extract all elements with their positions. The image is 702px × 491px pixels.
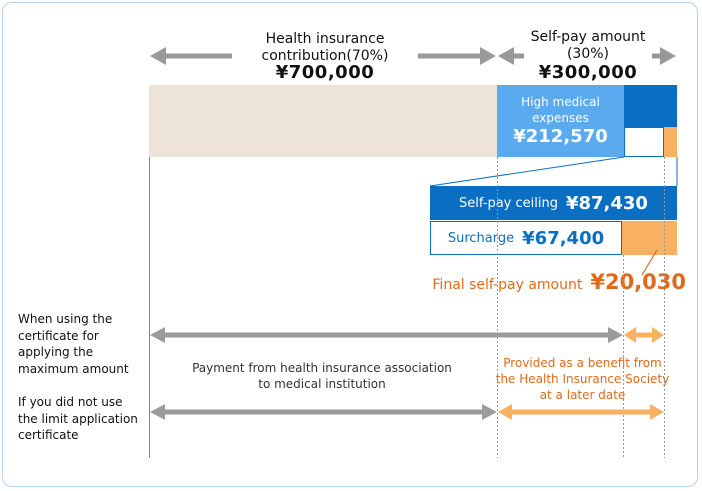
without-certificate-label: If you did not use the limit application…	[18, 395, 138, 442]
row1-orange-right-head	[652, 327, 664, 343]
self-pay-amount: ¥300,000	[538, 62, 638, 83]
with-certificate-label: When using the certificate for applying …	[18, 312, 129, 376]
surcharge-amount: ¥67,400	[522, 227, 605, 249]
benefit-later-label: Provided as a benefit from the Health In…	[495, 356, 670, 402]
arrow-right-head	[480, 47, 496, 65]
insurance-contribution-bar	[149, 85, 497, 157]
row1-gray-right-head	[608, 327, 623, 343]
payment-from-association-label: Payment from health insurance associatio…	[192, 361, 452, 391]
surcharge-bar-small	[624, 127, 664, 157]
self-pay-ceiling-bar	[430, 186, 677, 220]
final-amount-pointer	[641, 249, 658, 276]
insurance-contribution-amount: ¥700,000	[275, 62, 375, 83]
row2-gray-right-head	[482, 404, 497, 420]
high-medical-amount: ¥212,570	[513, 126, 608, 147]
row2-orange-right-head	[650, 404, 664, 420]
final-self-pay-text: Final self-pay amount ¥20,030	[424, 270, 686, 302]
arrow-left-head-2	[498, 47, 514, 65]
self-pay-ceiling-amount: ¥87,430	[565, 192, 648, 214]
row2-orange-left-head	[498, 404, 512, 420]
self-pay-ceiling-text: Self-pay ceiling ¥87,430	[430, 186, 677, 220]
row2-gray-left-head	[150, 404, 165, 420]
self-pay-label: Self-pay amount (30%)	[530, 29, 646, 62]
arrow-right-head-2	[660, 47, 676, 65]
final-self-pay-label: Final self-pay amount	[432, 277, 583, 293]
zoom-connector-left	[429, 156, 625, 187]
insurance-contribution-label: Health insurance contribution(70%)	[261, 31, 389, 64]
row-arrows	[150, 327, 664, 420]
final-self-pay-bar	[622, 221, 677, 255]
high-medical-label: High medical expenses	[521, 95, 600, 125]
header-arrows	[150, 47, 676, 65]
self-pay-ceiling-label: Self-pay ceiling	[459, 195, 558, 211]
row1-gray-left-head	[150, 327, 165, 343]
high-medical-expenses-bar	[497, 85, 624, 157]
self-pay-ceiling-bar-top	[624, 85, 677, 127]
final-self-pay-amount: ¥20,030	[590, 270, 686, 294]
guide-lines	[149, 156, 678, 458]
row1-orange-left-head	[624, 327, 636, 343]
final-self-pay-bar-small	[664, 127, 677, 157]
arrow-left-head	[150, 47, 166, 65]
surcharge-bar	[430, 221, 622, 255]
